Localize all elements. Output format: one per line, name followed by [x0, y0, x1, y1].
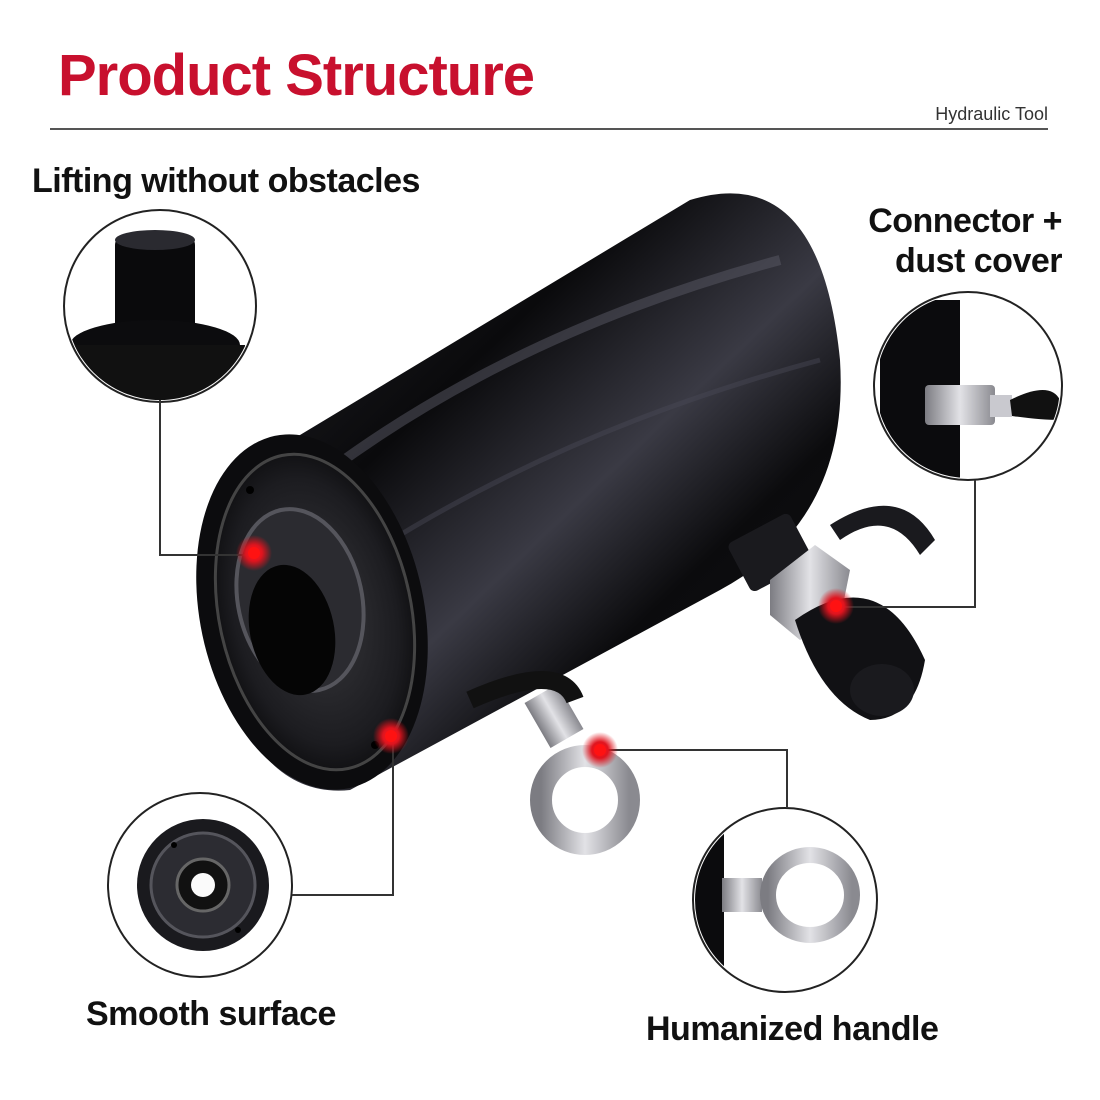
page-subtitle: Hydraulic Tool: [935, 104, 1048, 124]
label-connector-line1: Connector +: [868, 202, 1062, 240]
callout-smooth-circle: [107, 792, 293, 978]
callout-lifting-circle: [63, 209, 257, 403]
connector-fitting: [728, 505, 935, 720]
callout-connector-circle: [873, 291, 1063, 481]
callout-leader-lines: [159, 400, 976, 896]
label-connector: Connector + dust cover: [868, 201, 1062, 281]
header-divider: [50, 128, 1048, 130]
page-title: Product Structure: [58, 43, 535, 108]
cylinder-end-face: [196, 434, 428, 790]
label-connector-line2: dust cover: [895, 242, 1062, 280]
callout-dots: [236, 535, 854, 768]
label-handle: Humanized handle: [646, 1010, 939, 1048]
callout-handle-circle: [692, 807, 878, 993]
label-smooth: Smooth surface: [86, 995, 336, 1033]
label-lifting: Lifting without obstacles: [32, 162, 420, 200]
